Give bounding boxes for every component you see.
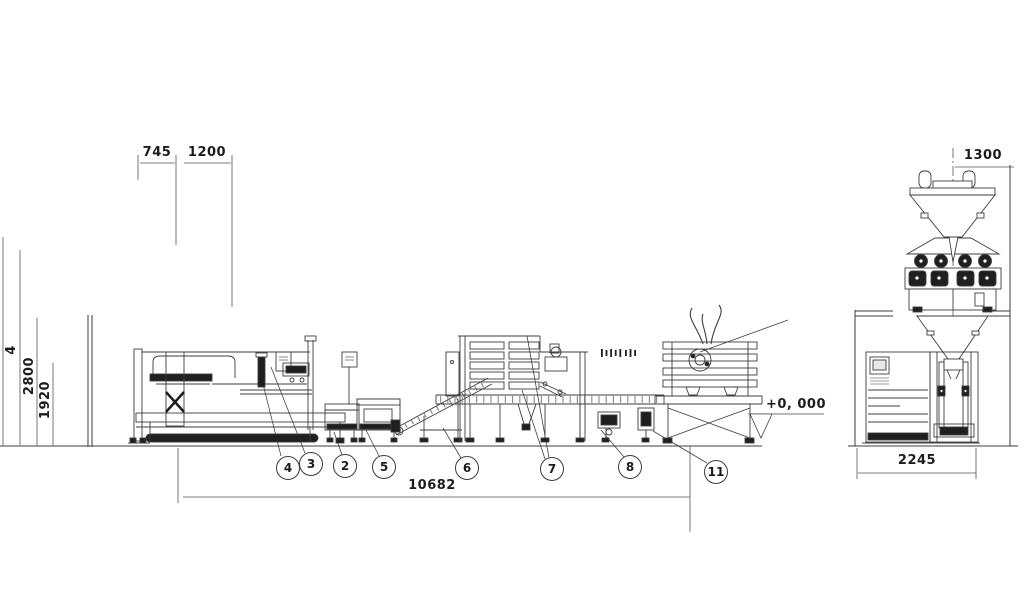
balloon-label: 11 [707,465,725,479]
balloon-label: 8 [625,460,635,474]
balloon-item-7: 7 [540,457,564,481]
hatch-marks [601,349,636,357]
closing-machine-7 [435,335,665,443]
balloon-label: 3 [306,457,316,471]
balloon-item-4: 4 [276,456,300,480]
datum-symbol [748,413,824,439]
dimension-745: 745 [142,145,172,160]
balloon-item-11: 11 [704,460,728,484]
overall-length-dimension [177,446,691,532]
dimension-10682: 10682 [408,478,456,493]
inclined-conveyor-6 [390,377,493,443]
balloon-label: 7 [547,462,557,476]
left-dimension-lines [2,237,54,445]
dimension-left-a: 4 [4,345,19,355]
datum-level-label: +0, 000 [765,397,827,412]
balloon-label: 5 [379,460,389,474]
dimension-1300: 1300 [963,148,1003,163]
right-room [848,165,1018,447]
weigher-unit [904,170,1002,313]
left-wall [0,315,762,447]
bag-placer-machine [128,335,346,444]
dimension-1200: 1200 [187,145,227,160]
balloon-label: 4 [283,461,293,475]
dimension-2800: 2800 [22,356,37,396]
balloon-leaders [261,319,789,464]
dimension-1920: 1920 [38,380,53,420]
dimension-2245: 2245 [897,453,937,468]
balloon-item-2: 2 [333,454,357,478]
top-dimension-lines [137,155,233,307]
bag-stitcher-11 [654,304,763,444]
balloon-item-8: 8 [618,455,642,479]
conveyor-drive-8 [597,407,655,443]
bagging-station [862,315,989,444]
balloon-label: 6 [462,461,472,475]
balloon-item-5: 5 [372,455,396,479]
conveyor-unit-2 [324,351,360,443]
balloon-item-3: 3 [299,452,323,476]
balloon-item-6: 6 [455,456,479,480]
balloon-label: 2 [340,459,350,473]
